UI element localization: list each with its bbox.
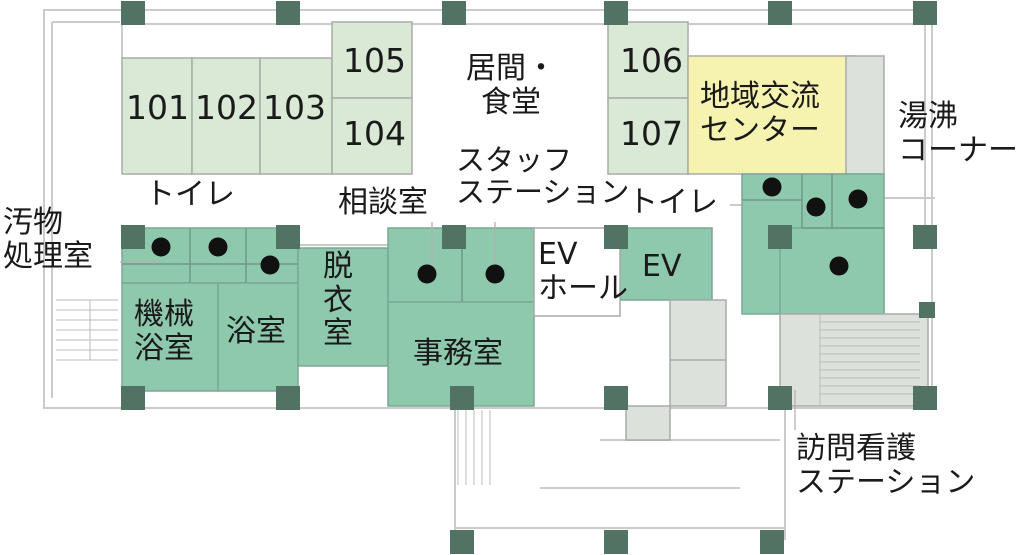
room-106-label: 106 xyxy=(620,41,683,80)
toilet-right-label: トイレ xyxy=(628,185,718,220)
living-dining-label: 居間・ 食堂 xyxy=(466,51,556,120)
room-107-label: 107 xyxy=(620,114,683,153)
toilet-left-area xyxy=(121,227,299,284)
ev-hall-label: EV ホール xyxy=(538,237,628,306)
room-101-area xyxy=(121,57,193,175)
changing-room-label: 脱 衣 室 xyxy=(323,249,353,352)
machine-bath-label: 機械 浴室 xyxy=(134,297,194,366)
home-nursing-station-label: 訪問看護 ステーション xyxy=(796,431,976,500)
stairs xyxy=(625,299,929,441)
ev-label: EV xyxy=(642,249,682,284)
stair-treads xyxy=(56,299,920,485)
toilet-left-label: トイレ xyxy=(145,177,235,212)
room-106-area xyxy=(607,21,689,99)
bath-label: 浴室 xyxy=(226,314,286,349)
machine-bath-area xyxy=(121,282,219,392)
consultation-label: 相談室 xyxy=(338,185,428,220)
room-102-label: 102 xyxy=(195,88,258,127)
community-center-area xyxy=(687,55,857,175)
room-103-label: 103 xyxy=(263,88,326,127)
room-105-area xyxy=(331,21,413,99)
bath-area xyxy=(217,282,299,392)
columns xyxy=(121,1,937,554)
water-heater-area xyxy=(845,55,885,175)
soiled-utility-label: 汚物 処理室 xyxy=(3,205,93,274)
service-rooms xyxy=(121,173,885,407)
room-104-area xyxy=(331,97,413,175)
room-105-label: 105 xyxy=(343,41,406,80)
changing-room-area xyxy=(297,247,389,367)
markers xyxy=(151,177,868,284)
office-label: 事務室 xyxy=(413,336,503,371)
guest-rooms xyxy=(121,21,689,175)
leader-lines xyxy=(120,222,796,430)
room-104-label: 104 xyxy=(343,114,406,153)
community-center-label: 地域交流 センター xyxy=(700,79,820,148)
room-103-area xyxy=(259,57,333,175)
water-heater-label: 湯沸 コーナー xyxy=(898,99,1018,168)
staff-station-label: スタッフ ステーション xyxy=(456,143,630,210)
room-101-label: 101 xyxy=(126,88,189,127)
